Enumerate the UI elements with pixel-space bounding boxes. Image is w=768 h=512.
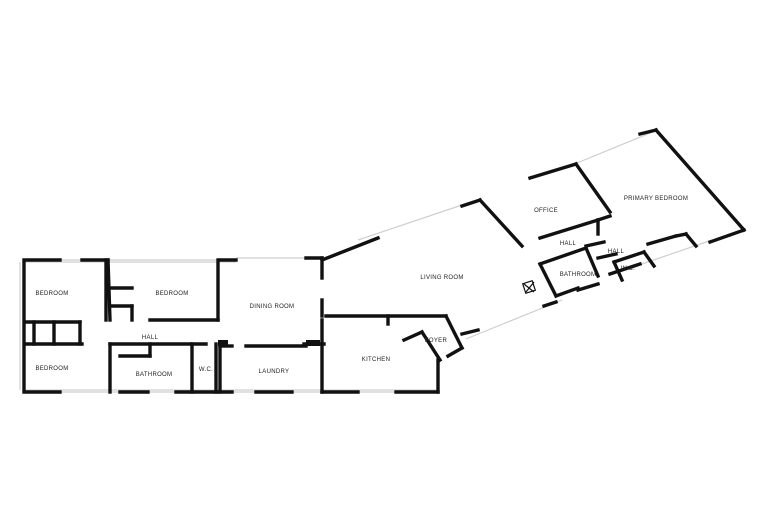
room-label-bedroom-top: BEDROOM: [35, 291, 68, 297]
fixtures: [218, 279, 537, 346]
room-label-bedroom-bottom: BEDROOM: [35, 366, 68, 372]
room-label-dining-room: DINING ROOM: [250, 304, 295, 310]
room-label-bathroom-right: BATHROOM: [560, 272, 597, 278]
room-label-primary-bedroom: PRIMARY BEDROOM: [624, 196, 688, 202]
walls: [22, 127, 747, 394]
appliance-block: [306, 340, 320, 346]
room-label-kitchen: KITCHEN: [362, 357, 390, 363]
room-label-foyer: FOYER: [425, 338, 448, 344]
room-label-bathroom-left: BATHROOM: [136, 372, 173, 378]
room-label-hall-lower: HALL: [608, 249, 625, 255]
window-lines: [19, 130, 713, 393]
room-label-bedroom-mid: BEDROOM: [155, 291, 188, 297]
room-label-hall-left: HALL: [142, 335, 159, 341]
room-label-wc-right: W.C.: [621, 266, 635, 272]
room-label-office: OFFICE: [534, 208, 558, 214]
room-label-living-room: LIVING ROOM: [420, 275, 463, 281]
fireplace-icon: [521, 279, 537, 295]
room-label-laundry: LAUNDRY: [259, 369, 290, 375]
appliance-block: [218, 340, 228, 346]
room-labels: BEDROOM BEDROOM BEDROOM HALL BATHROOM W.…: [35, 196, 688, 378]
room-label-wc-left: W.C.: [199, 367, 213, 373]
room-label-hall-upper: HALL: [560, 241, 577, 247]
